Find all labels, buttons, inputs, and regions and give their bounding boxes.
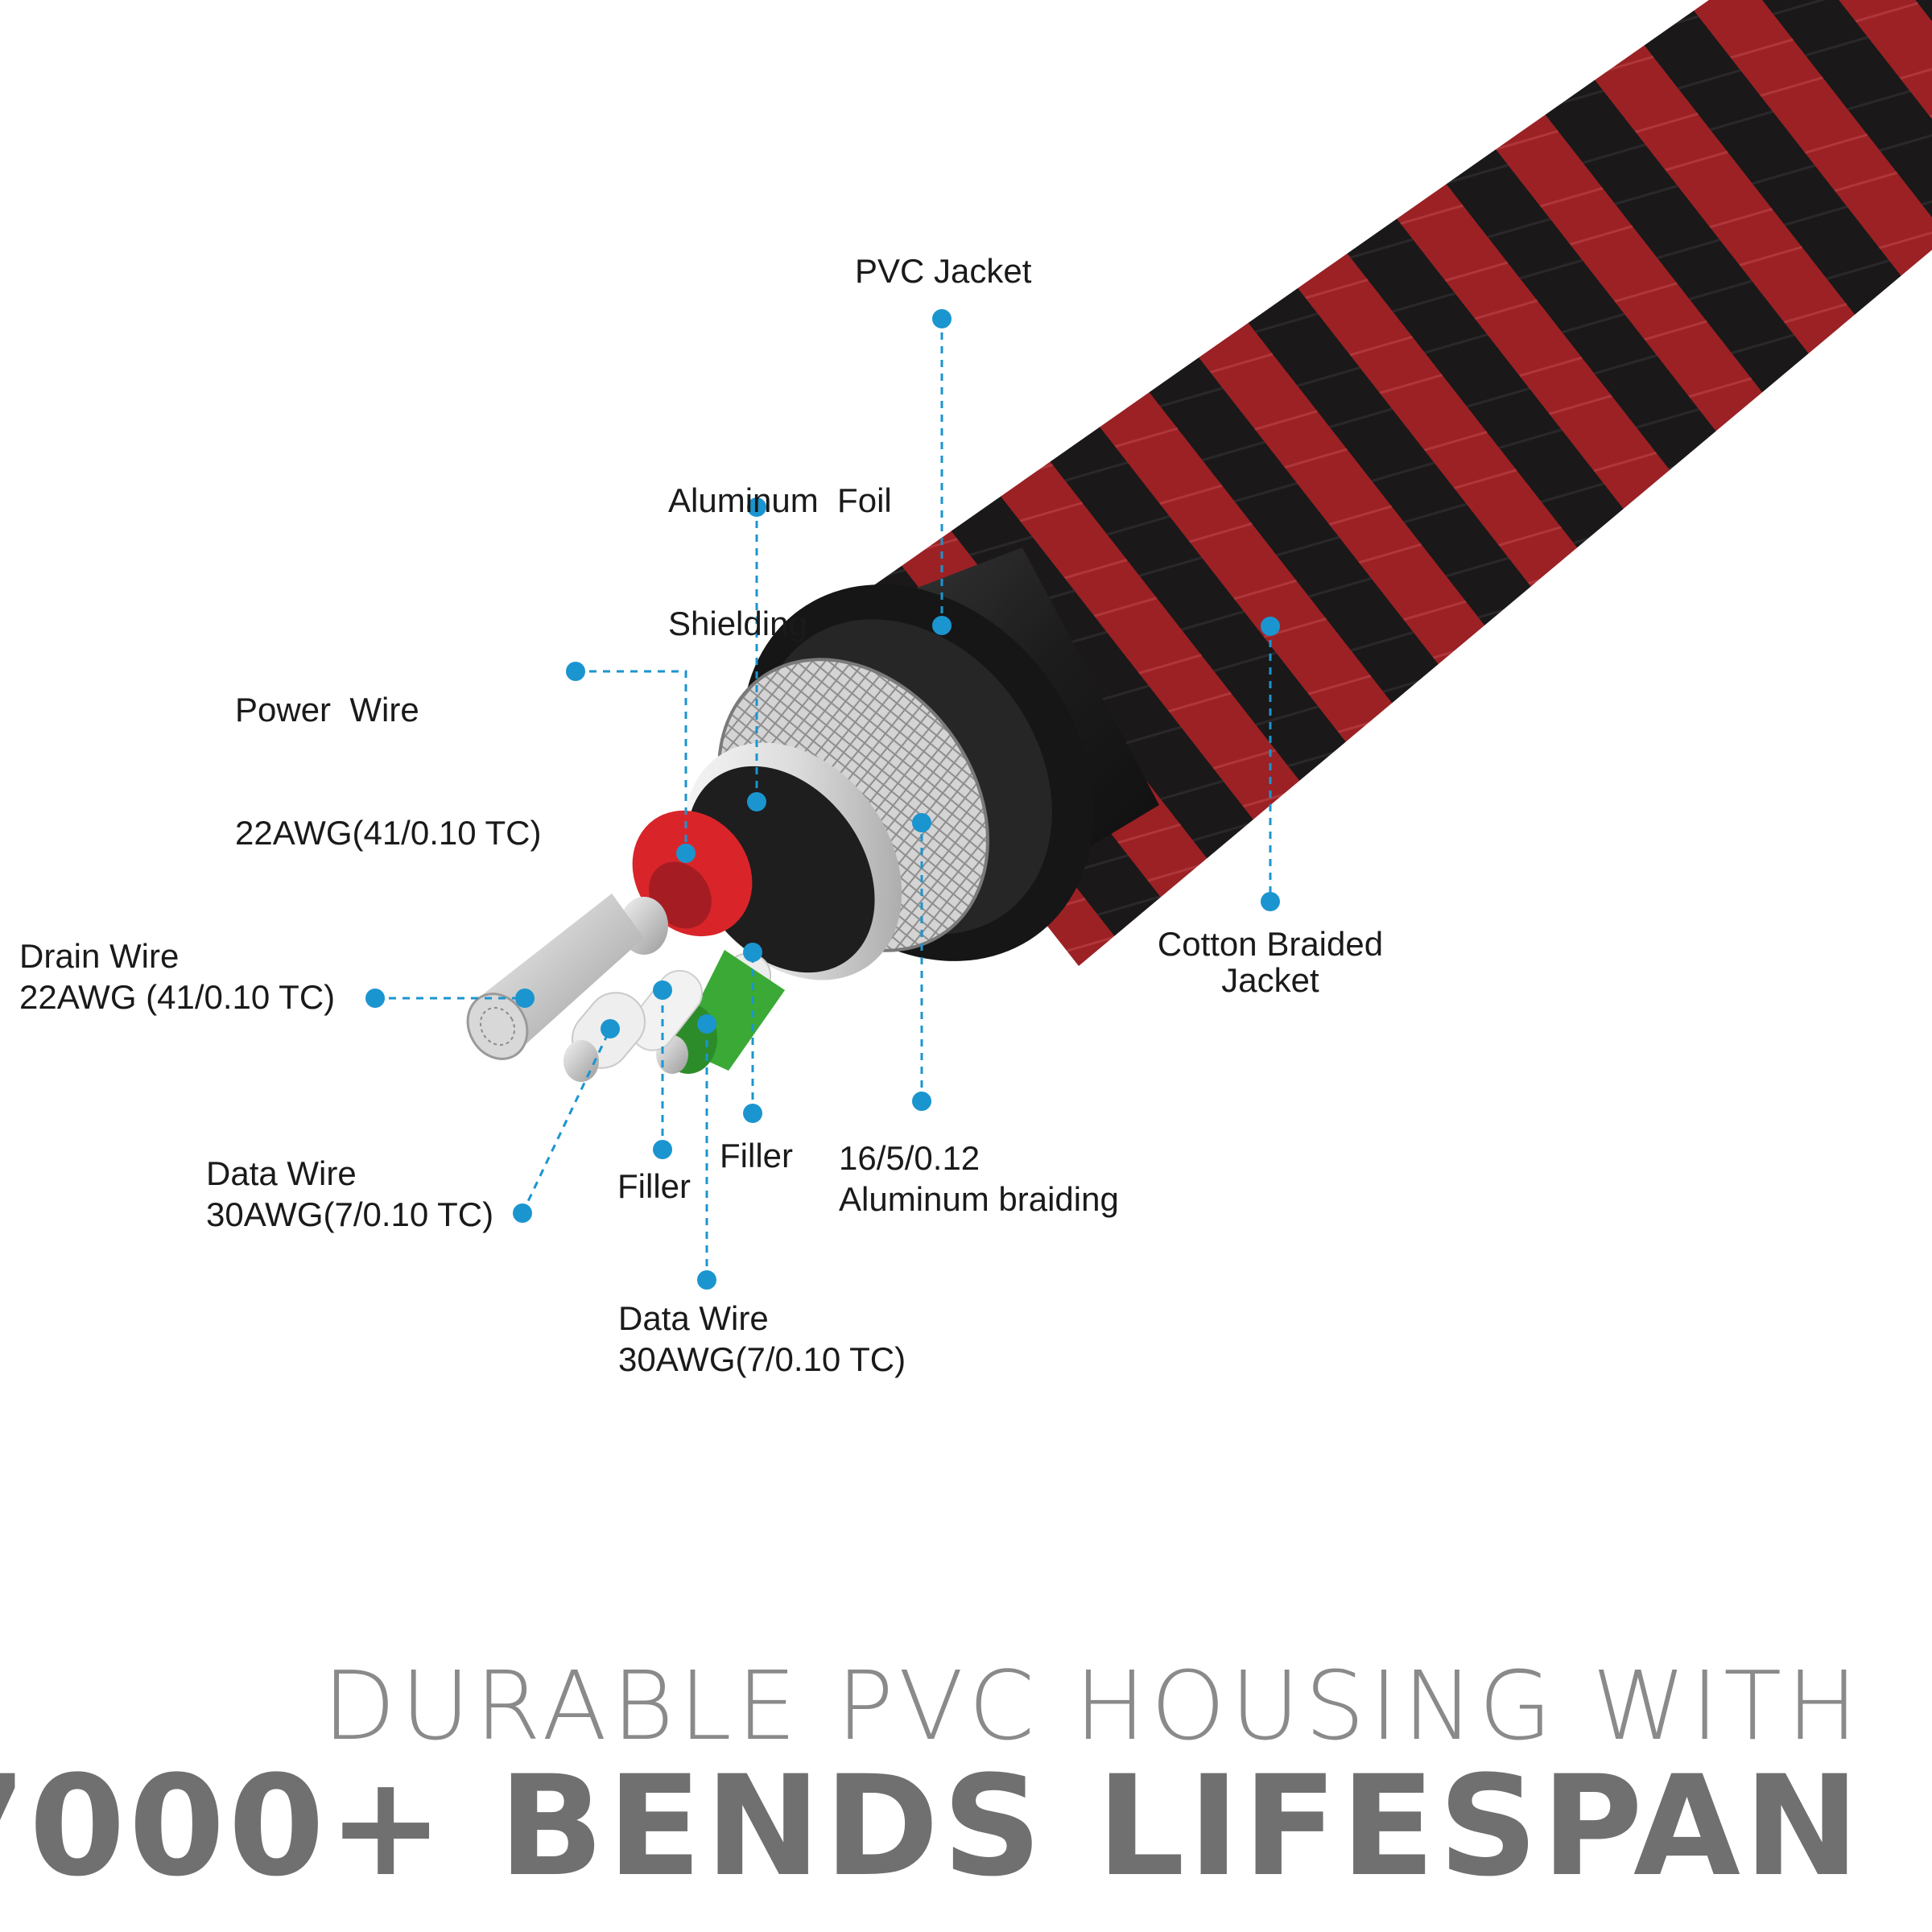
drain-wire bbox=[466, 894, 644, 1060]
label-filler-left: Filler bbox=[617, 1167, 691, 1205]
label-data-wire-bottom: Data Wire 30AWG(7/0.10 TC) bbox=[618, 1299, 906, 1378]
label-data-wire-left: Data Wire 30AWG(7/0.10 TC) bbox=[206, 1154, 494, 1233]
label-aluminum-braiding: 16/5/0.12 Aluminum braiding bbox=[839, 1139, 1119, 1218]
label-drain-wire: Drain Wire 22AWG (41/0.10 TC) bbox=[19, 937, 336, 1016]
label-cotton-braided-jacket: Cotton Braided Jacket bbox=[1157, 925, 1384, 999]
headline-line-2: 7000+ BENDS LIFESPAN bbox=[0, 1745, 1863, 1907]
callout-leaders bbox=[375, 319, 1272, 1280]
leader-power-wire bbox=[576, 670, 687, 853]
label-aluminum-foil-shielding: Aluminum Foil Shielding bbox=[668, 481, 892, 642]
callout-dots bbox=[365, 309, 1280, 1290]
label-power-wire: Power Wire 22AWG(41/0.10 TC) bbox=[235, 691, 542, 852]
label-filler-right: Filler bbox=[720, 1137, 793, 1174]
filler-left bbox=[629, 969, 704, 1051]
label-pvc-jacket: PVC Jacket bbox=[855, 252, 1032, 290]
headline-line-1: DURABLE PVC HOUSING WITH bbox=[322, 1650, 1863, 1761]
leader-data-wire-left bbox=[521, 1028, 612, 1214]
power-wire bbox=[620, 810, 753, 955]
